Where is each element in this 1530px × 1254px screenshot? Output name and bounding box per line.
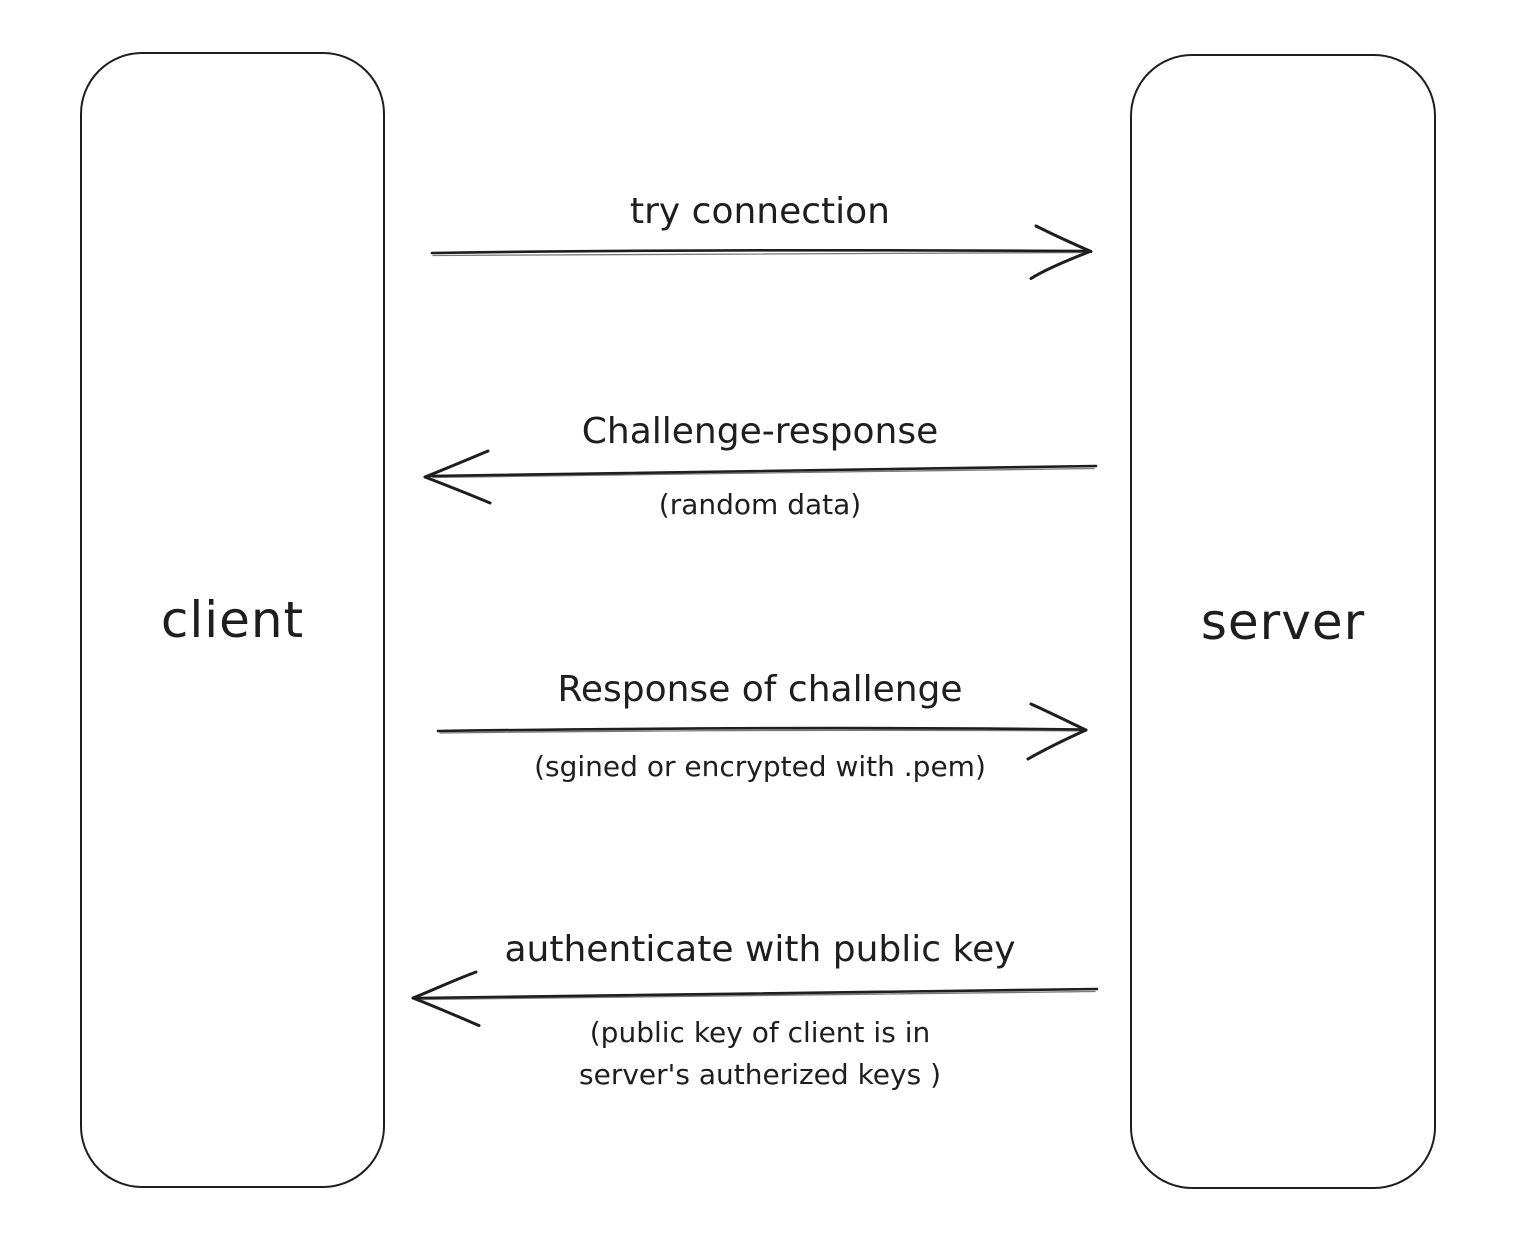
message-challenge-response-sublabel: (random data) [658, 488, 862, 521]
message-authenticate-public-key-label: authenticate with public key [504, 929, 1016, 970]
message-authenticate-public-key-sublabel-line1: (public key of client is in [589, 1016, 931, 1049]
actor-client-label: client [160, 591, 305, 649]
message-authenticate-public-key-sublabel-line2: server's autherized keys ) [579, 1058, 941, 1091]
actor-client-box: client [80, 52, 385, 1188]
authenticate-public-key-arrow [411, 970, 1099, 1027]
message-response-of-challenge-label: Response of challenge [557, 669, 963, 710]
challenge-response-arrow [423, 449, 1098, 505]
message-response-of-challenge-sublabel: (sgined or encrypted with .pem) [534, 750, 986, 783]
actor-server-box: server [1130, 54, 1436, 1189]
message-challenge-response-label: Challenge-response [581, 411, 939, 452]
response-of-challenge-arrow [436, 702, 1088, 761]
try-connection-arrow [430, 224, 1093, 280]
message-try-connection-label: try connection [629, 191, 890, 232]
actor-server-label: server [1200, 592, 1366, 651]
